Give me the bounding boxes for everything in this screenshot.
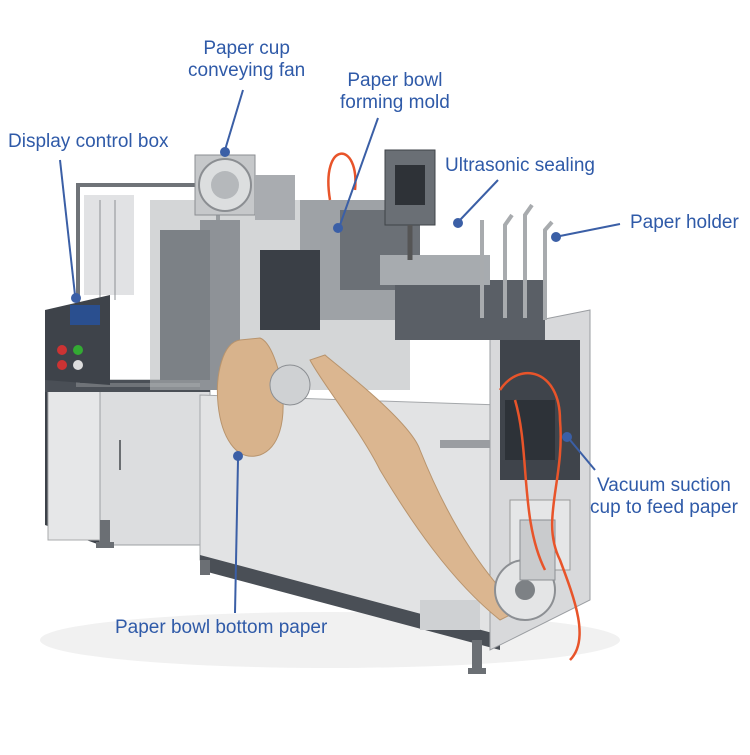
bottom-paper-roll bbox=[217, 337, 521, 621]
label-paper-holder: Paper holder bbox=[630, 212, 739, 234]
leader-dot-bottom-paper bbox=[233, 451, 243, 461]
machine-feet bbox=[96, 520, 486, 674]
conveying-fan bbox=[194, 154, 295, 220]
paper-holder-rods bbox=[480, 203, 554, 320]
label-vacuum-line1: Vacuum suction bbox=[597, 475, 731, 496]
label-conveying-fan: Paper cup conveying fan bbox=[188, 38, 305, 82]
display-control-box bbox=[45, 295, 110, 385]
ultrasonic-unit bbox=[384, 149, 436, 260]
leader-dot-paper-holder bbox=[551, 232, 561, 242]
air-tubing bbox=[327, 152, 581, 661]
leader-dot-display-box bbox=[71, 293, 81, 303]
label-conveying-fan-line2: conveying fan bbox=[188, 60, 306, 81]
leader-forming-mold bbox=[339, 117, 379, 226]
leader-display-box bbox=[59, 159, 76, 296]
leader-bottom-paper bbox=[234, 459, 239, 614]
label-bottom-paper: Paper bowl bottom paper bbox=[115, 617, 327, 639]
leader-dot-forming-mold bbox=[333, 223, 343, 233]
label-display-box-text: Display control box bbox=[8, 131, 169, 152]
leader-paper-holder bbox=[559, 223, 621, 237]
label-display-box: Display control box bbox=[8, 131, 169, 153]
label-conveying-fan-line1: Paper cup bbox=[203, 38, 290, 59]
label-forming-mold-line2: forming mold bbox=[340, 92, 450, 113]
label-bottom-paper-text: Paper bowl bottom paper bbox=[115, 617, 328, 638]
label-forming-mold-line1: Paper bowl bbox=[347, 70, 443, 91]
leader-dot-conveying-fan bbox=[220, 147, 230, 157]
label-vacuum: Vacuum suction cup to feed paper bbox=[590, 475, 738, 519]
leader-ultrasonic bbox=[459, 179, 499, 221]
leader-vacuum bbox=[569, 439, 596, 471]
feed-reel bbox=[494, 519, 556, 621]
label-forming-mold: Paper bowl forming mold bbox=[340, 70, 450, 114]
label-vacuum-line2: cup to feed paper bbox=[590, 497, 738, 518]
label-ultrasonic: Ultrasonic sealing bbox=[445, 155, 595, 177]
machine-base-main bbox=[199, 394, 501, 650]
leader-conveying-fan bbox=[224, 89, 244, 151]
leader-dot-vacuum bbox=[562, 432, 572, 442]
leader-dot-ultrasonic bbox=[453, 218, 463, 228]
label-ultrasonic-text: Ultrasonic sealing bbox=[445, 155, 595, 176]
label-paper-holder-text: Paper holder bbox=[630, 212, 739, 233]
leader-lines bbox=[59, 89, 621, 614]
